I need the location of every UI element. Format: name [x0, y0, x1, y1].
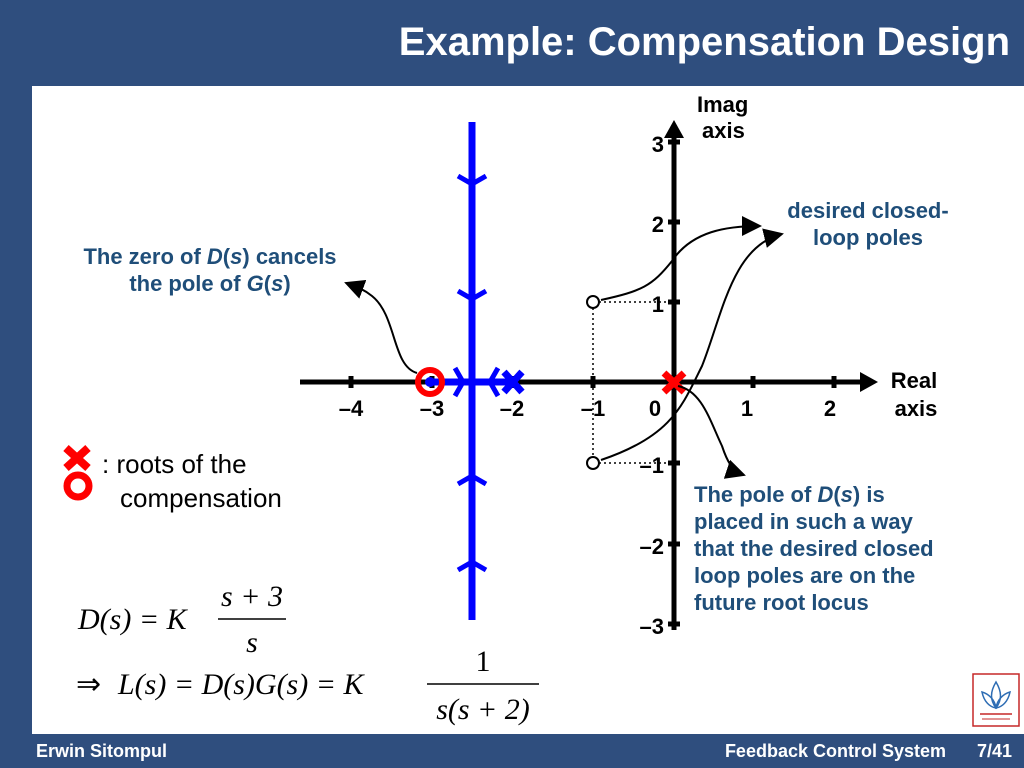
equation-2-numerator: 1 [476, 645, 491, 678]
footer: Erwin Sitompul Feedback Control System 7… [0, 736, 1024, 768]
real-axis-arrow-icon [860, 372, 878, 392]
locus-direction-arrow-icon [456, 473, 488, 487]
desired-pole-lower-icon [586, 456, 600, 470]
x-tick-label: –2 [500, 396, 524, 421]
annotation-desired-line2: loop poles [813, 225, 923, 250]
desired-pole-upper-icon [586, 295, 600, 309]
footer-author: Erwin Sitompul [36, 741, 168, 761]
y-tick-label: 1 [652, 292, 664, 317]
implies-arrow-icon: ⇒ [76, 668, 101, 701]
compensation-pole-icon [661, 370, 687, 395]
footer-page-number: 7/41 [976, 741, 1012, 761]
equation-1-lhs: D(s) = K [77, 603, 189, 636]
locus-direction-arrow-icon [456, 288, 488, 302]
annotation-pole-line1: The pole of D(s) is [694, 482, 885, 507]
x-tick-label: 1 [741, 396, 753, 421]
callout-zero-curve [344, 279, 418, 374]
locus-direction-arrow-icon [456, 559, 488, 573]
annotation-pole-line4: loop poles are on the [694, 563, 915, 588]
x-tick-label: 2 [824, 396, 836, 421]
x-tick-label: –3 [420, 396, 444, 421]
y-tick-label: 3 [652, 132, 664, 157]
pole-icon [501, 369, 525, 395]
imag-axis-label: Imag [697, 92, 748, 117]
equation-1: D(s) = K s + 3 s [77, 580, 286, 659]
footer-course: Feedback Control System [724, 741, 946, 761]
callout-desired-lower-curve [600, 228, 784, 461]
legend-circle-icon [63, 471, 93, 501]
y-tick-label: –3 [640, 614, 664, 639]
equation-1-denominator: s [246, 626, 258, 659]
content-panel: –4 –3 –2 –1 0 1 2 3 2 1 –1 –2 –3 Imag ax… [32, 86, 1024, 734]
locus-direction-arrow-icon [456, 173, 488, 187]
annotation-pole-line5: future root locus [694, 590, 869, 615]
compensation-zero-icon [415, 367, 445, 397]
locus-direction-arrow-icon [487, 366, 501, 398]
real-axis-label: Real [891, 368, 937, 393]
y-tick-label: –1 [640, 453, 664, 478]
legend-line2: compensation [120, 483, 282, 513]
annotation-pole-line3: that the desired closed [694, 536, 934, 561]
annotation-zero-cancels-line2: the pole of G(s) [129, 271, 290, 296]
y-tick-label: –2 [640, 534, 664, 559]
callout-pole-curve [677, 385, 746, 479]
callout-desired-upper-curve [600, 216, 762, 301]
zero-icon [425, 377, 435, 387]
real-axis-label: axis [895, 396, 938, 421]
annotation-zero-cancels-line1: The zero of D(s) cancels [83, 244, 336, 269]
equation-2-lhs: L(s) = D(s)G(s) = K [117, 668, 365, 701]
equation-1-numerator: s + 3 [221, 580, 283, 613]
y-tick-label: 2 [652, 212, 664, 237]
slide-title: Example: Compensation Design [398, 20, 1010, 64]
annotation-pole-line2: placed in such a way [694, 509, 914, 534]
x-tick-label: –4 [339, 396, 364, 421]
imag-axis-arrow-icon [664, 120, 684, 138]
annotation-desired-line1: desired closed- [787, 198, 948, 223]
legend-cross-icon [63, 445, 91, 471]
legend-line1: : roots of the [102, 449, 247, 479]
root-locus-diagram: –4 –3 –2 –1 0 1 2 3 2 1 –1 –2 –3 Imag ax… [63, 92, 1020, 727]
imag-axis-label: axis [702, 118, 745, 143]
equation-2: ⇒ L(s) = D(s)G(s) = K 1 s(s + 2) [76, 645, 539, 726]
root-locus [425, 122, 525, 620]
equation-2-denominator: s(s + 2) [436, 693, 530, 726]
locus-direction-arrow-icon [452, 366, 466, 398]
x-tick-label: 0 [649, 396, 661, 421]
university-logo [972, 673, 1020, 727]
real-axis [300, 372, 878, 392]
